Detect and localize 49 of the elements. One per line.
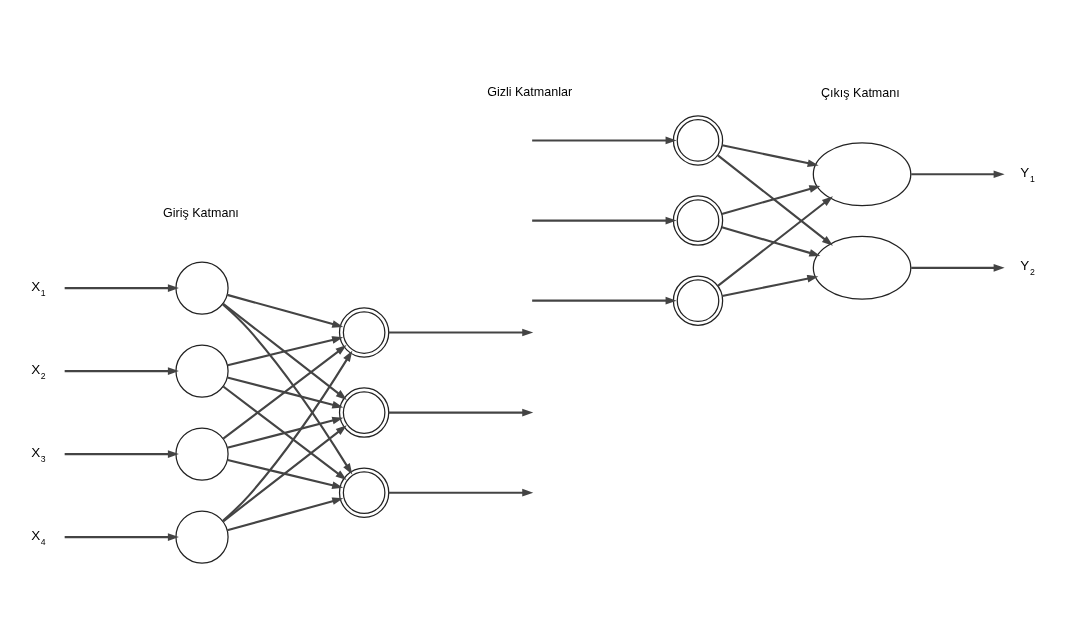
arrow bbox=[221, 350, 353, 522]
arrow bbox=[227, 293, 344, 328]
node-circle bbox=[175, 343, 229, 398]
arrow bbox=[722, 143, 819, 167]
arrow bbox=[227, 496, 344, 531]
arrow bbox=[532, 216, 677, 224]
node-text: X$_{4}$ bbox=[31, 527, 46, 547]
arrow bbox=[227, 335, 344, 366]
arrow bbox=[222, 302, 347, 400]
arrow bbox=[221, 302, 353, 475]
label: Çıkış Katmanı bbox=[821, 85, 900, 100]
arrow bbox=[388, 328, 534, 336]
arrow bbox=[911, 169, 1005, 178]
arrow bbox=[64, 283, 179, 292]
arrow bbox=[388, 488, 534, 497]
arrow bbox=[717, 154, 833, 246]
node-doublecircle bbox=[672, 194, 724, 246]
arrow bbox=[911, 263, 1005, 272]
arrow bbox=[721, 184, 821, 215]
node-doublecircle bbox=[672, 114, 724, 166]
node-doublecircle bbox=[338, 466, 390, 518]
arrow bbox=[388, 408, 534, 416]
arrow bbox=[722, 274, 819, 297]
node-text: Y$_{1}$ bbox=[1020, 164, 1035, 184]
node-text: X$_{3}$ bbox=[31, 444, 46, 464]
arrow bbox=[222, 424, 347, 522]
node-text: X$_{1}$ bbox=[31, 278, 46, 298]
node-doublecircle bbox=[672, 274, 724, 326]
arrow bbox=[721, 225, 821, 257]
arrow bbox=[227, 375, 344, 408]
node-circle bbox=[175, 509, 229, 564]
node-doublecircle bbox=[338, 306, 390, 358]
arrow bbox=[532, 296, 677, 305]
node-text: X$_{2}$ bbox=[31, 361, 46, 381]
label: Gizli Katmanlar bbox=[487, 84, 573, 99]
node-circle bbox=[175, 260, 229, 315]
node-text: Y$_{2}$ bbox=[1020, 257, 1035, 277]
arrow bbox=[227, 416, 344, 449]
arrow bbox=[64, 532, 179, 541]
arrow bbox=[717, 195, 833, 287]
arrow bbox=[64, 366, 179, 375]
label: Giriş Katmanı bbox=[162, 205, 239, 220]
arrow bbox=[222, 344, 347, 440]
node-circle bbox=[175, 426, 229, 481]
arrow bbox=[222, 385, 347, 480]
arrow bbox=[64, 449, 179, 458]
node-doublecircle bbox=[338, 386, 390, 438]
arrow bbox=[227, 458, 344, 489]
arrow bbox=[532, 136, 677, 144]
